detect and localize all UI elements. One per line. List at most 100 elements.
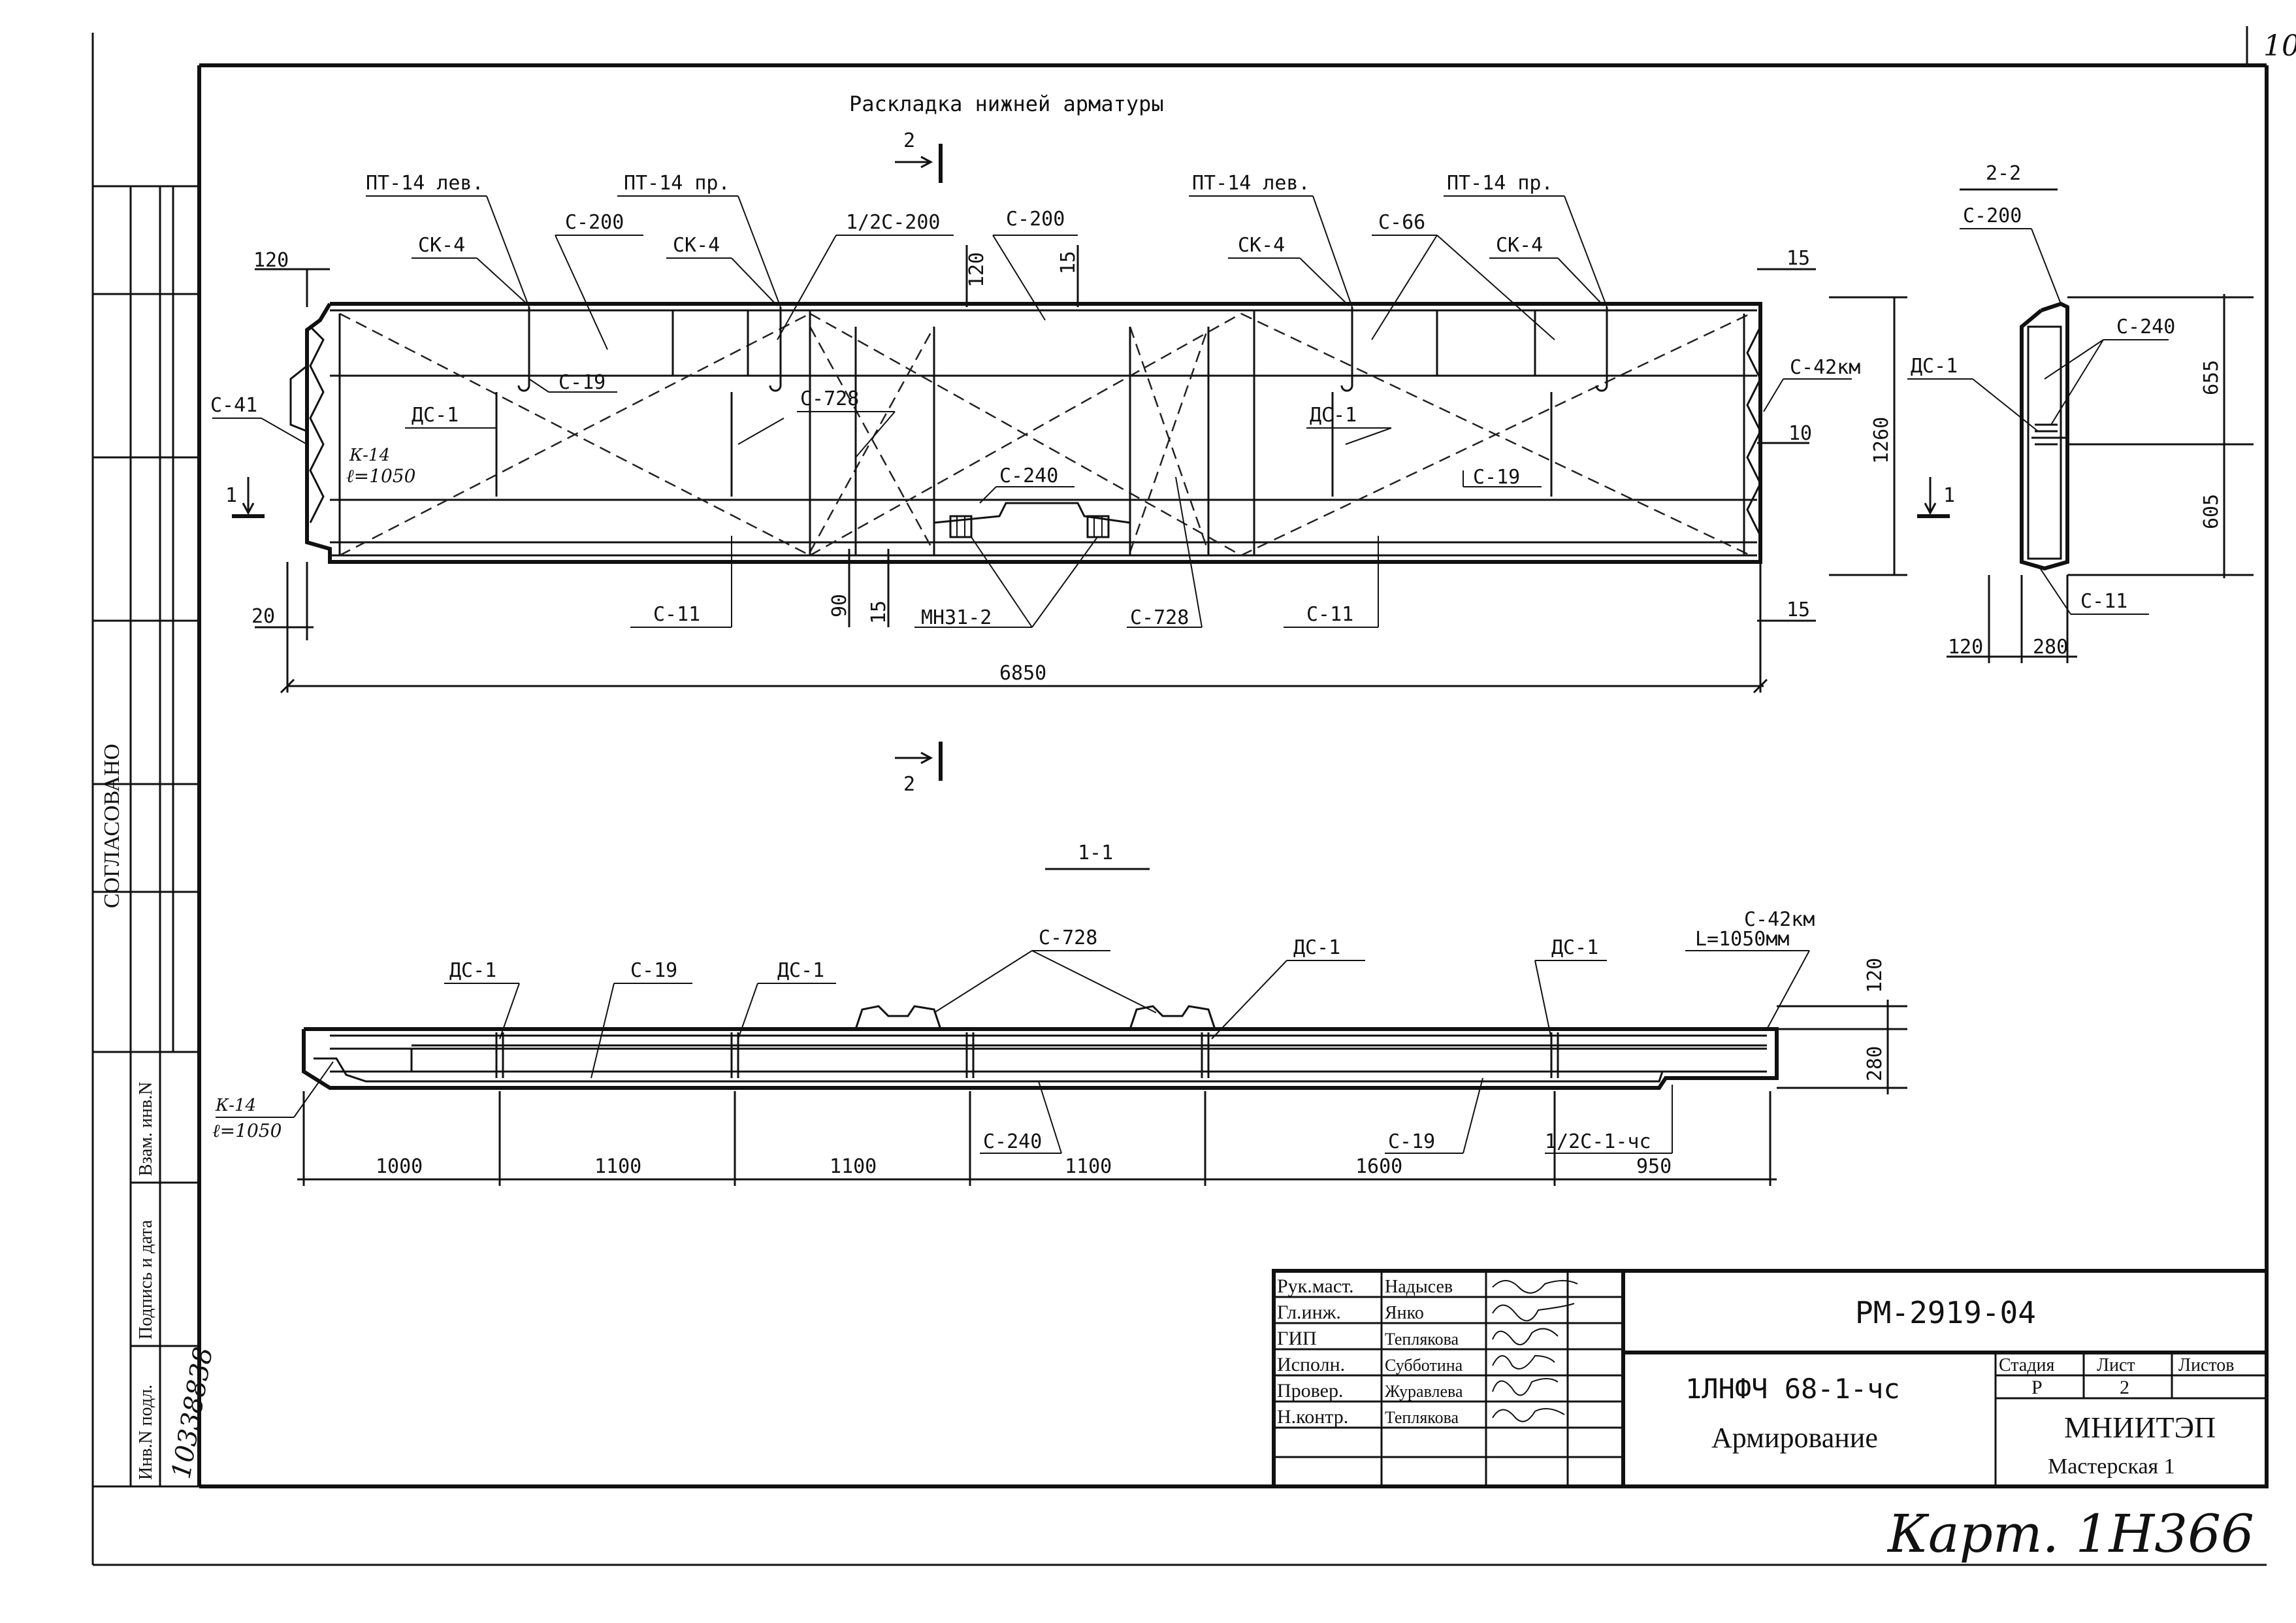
section-11-title: 1-1 bbox=[1078, 842, 1113, 864]
sec11-ds1-d: ДС-1 bbox=[1551, 936, 1598, 959]
sec11-half-c1: 1/2С-1-чс bbox=[1545, 1130, 1651, 1153]
sec11-c240: С-240 bbox=[983, 1130, 1042, 1153]
label-ds1-1: ДС-1 bbox=[412, 404, 459, 427]
label-k14: К-14 bbox=[349, 446, 390, 465]
svg-text:1: 1 bbox=[225, 484, 237, 507]
label-sk4-4: СК-4 bbox=[1496, 234, 1543, 257]
tb-role-5: Провер. bbox=[1277, 1380, 1343, 1402]
dim-120-top: 120 bbox=[965, 252, 988, 287]
section-arrow-2-top: 2 bbox=[895, 129, 943, 183]
stamp-inv-podl: Инв.N подл. bbox=[136, 1385, 156, 1480]
stamp-signature-date: Подпись и дата bbox=[136, 1220, 156, 1339]
sec11-ds1-a: ДС-1 bbox=[449, 959, 496, 982]
label-c200-2: С-200 bbox=[1006, 208, 1065, 231]
dim-15-bottom-mid: 15 bbox=[867, 600, 890, 624]
label-pt14-right-1: ПТ-14 пр. bbox=[624, 172, 730, 195]
tb-sheet: 2 bbox=[2120, 1377, 2129, 1398]
tb-product: 1ЛНФЧ 68-1-чс bbox=[1685, 1373, 1900, 1405]
stamp-agreed: СОГЛАСОВАНО bbox=[100, 744, 124, 908]
label-c42: С-42км bbox=[1790, 356, 1860, 379]
svg-text:2: 2 bbox=[903, 129, 915, 152]
sec11-c42: С-42км bbox=[1744, 908, 1815, 931]
tb-name-3: Теплякова bbox=[1385, 1330, 1459, 1349]
sec11-l1050: L=1050мм bbox=[1695, 928, 1790, 951]
label-pt14-right-2: ПТ-14 пр. bbox=[1447, 172, 1553, 195]
sec22-d120: 120 bbox=[1948, 636, 1983, 659]
sec22-ds1: ДС-1 bbox=[1911, 355, 1958, 378]
label-c11-2: С-11 bbox=[1306, 603, 1353, 626]
section-arrow-2-bottom: 2 bbox=[895, 742, 943, 796]
tb-sheets-header: Листов bbox=[2178, 1355, 2235, 1375]
sec22-d280: 280 bbox=[2033, 636, 2068, 659]
sec22-c240: С-240 bbox=[2116, 316, 2175, 338]
dim-1260: 1260 bbox=[1870, 417, 1893, 464]
sec11-dim-3: 1100 bbox=[830, 1155, 877, 1178]
tb-role-1: Рук.маст. bbox=[1277, 1275, 1354, 1297]
side-stamp bbox=[91, 185, 201, 1488]
plan-leaders bbox=[212, 195, 1852, 628]
sheet-number: 10 bbox=[2263, 29, 2296, 63]
label-sk4-2: СК-4 bbox=[673, 234, 720, 257]
label-ds1-2: ДС-1 bbox=[1310, 404, 1357, 427]
label-pt14-left-2: ПТ-14 лев. bbox=[1192, 172, 1310, 195]
dim-10: 10 bbox=[1788, 422, 1812, 445]
tb-role-4: Исполн. bbox=[1277, 1354, 1345, 1375]
sec11-c728: С-728 bbox=[1039, 926, 1097, 949]
tb-doc-code: РМ-2919-04 bbox=[1855, 1295, 2036, 1330]
label-mn31-2: МН31-2 bbox=[921, 606, 992, 629]
sec22-c200: С-200 bbox=[1963, 205, 2022, 227]
label-c19-2: С-19 bbox=[1473, 466, 1520, 489]
sec22-d605: 605 bbox=[2200, 494, 2223, 529]
dim-90: 90 bbox=[828, 594, 851, 617]
tb-name-2: Янко bbox=[1385, 1303, 1424, 1323]
dim-120-left: 120 bbox=[253, 249, 289, 272]
plan-view bbox=[289, 302, 1762, 564]
sec11-d120: 120 bbox=[1864, 958, 1886, 993]
label-half-c200: 1/2С-200 bbox=[846, 211, 941, 234]
plan-dimensions bbox=[255, 245, 1907, 694]
label-c19-1: С-19 bbox=[558, 371, 606, 394]
sheet-frame bbox=[91, 26, 2269, 1566]
label-c11-1: С-11 bbox=[653, 603, 700, 626]
svg-text:1: 1 bbox=[1943, 484, 1955, 507]
label-c41: С-41 bbox=[210, 394, 257, 417]
plan-title: Раскладка нижней арматуры bbox=[849, 91, 1164, 116]
tb-role-3: ГИП bbox=[1277, 1328, 1317, 1349]
tb-dept: Мастерская 1 bbox=[2048, 1454, 2175, 1479]
dim-15-top-mid: 15 bbox=[1057, 251, 1080, 274]
tb-org: МНИИТЭП bbox=[2064, 1411, 2216, 1444]
archive-note: Карт. 1Н366 bbox=[1886, 1503, 2254, 1564]
stamp-vzam: Взам. инв.N bbox=[136, 1082, 156, 1176]
tb-subject: Армирование bbox=[1711, 1422, 1878, 1454]
sec11-c19-a: С-19 bbox=[630, 959, 677, 982]
dim-15-bottom: 15 bbox=[1787, 598, 1810, 621]
label-c66: С-66 bbox=[1378, 211, 1425, 234]
label-c728-1: С-728 bbox=[800, 387, 859, 410]
label-c240: С-240 bbox=[999, 465, 1058, 487]
stamp-inv-number: 10338838 bbox=[167, 1345, 219, 1481]
label-sk4-3: СК-4 bbox=[1238, 234, 1285, 257]
svg-text:2: 2 bbox=[903, 773, 915, 796]
tb-sheet-header: Лист bbox=[2097, 1355, 2135, 1375]
sec11-c19-b: С-19 bbox=[1388, 1130, 1435, 1153]
label-c200-1: С-200 bbox=[565, 211, 624, 234]
section-22-view bbox=[1907, 228, 2254, 663]
dim-15-top: 15 bbox=[1787, 247, 1810, 270]
tb-role-6: Н.контр. bbox=[1277, 1406, 1348, 1428]
sec11-l1050b: ℓ=1050 bbox=[212, 1120, 282, 1141]
label-l1050: ℓ=1050 bbox=[346, 465, 415, 487]
label-c728-2: С-728 bbox=[1130, 606, 1189, 629]
sec11-dim-4: 1100 bbox=[1065, 1155, 1112, 1178]
title-block bbox=[1272, 1269, 2269, 1488]
tb-stage-header: Стадия bbox=[1999, 1355, 2055, 1375]
tb-name-5: Журавлева bbox=[1385, 1382, 1463, 1401]
tb-stage: Р bbox=[2031, 1377, 2043, 1398]
sec11-dim-2: 1100 bbox=[594, 1155, 641, 1178]
sec11-dim-5: 1600 bbox=[1355, 1155, 1402, 1178]
sec11-d280: 280 bbox=[1864, 1046, 1886, 1081]
sec11-ds1-b: ДС-1 bbox=[777, 959, 824, 982]
sec22-d655: 655 bbox=[2200, 360, 2223, 395]
sec11-k14: К-14 bbox=[215, 1096, 256, 1115]
sec22-c11: С-11 bbox=[2080, 590, 2127, 613]
